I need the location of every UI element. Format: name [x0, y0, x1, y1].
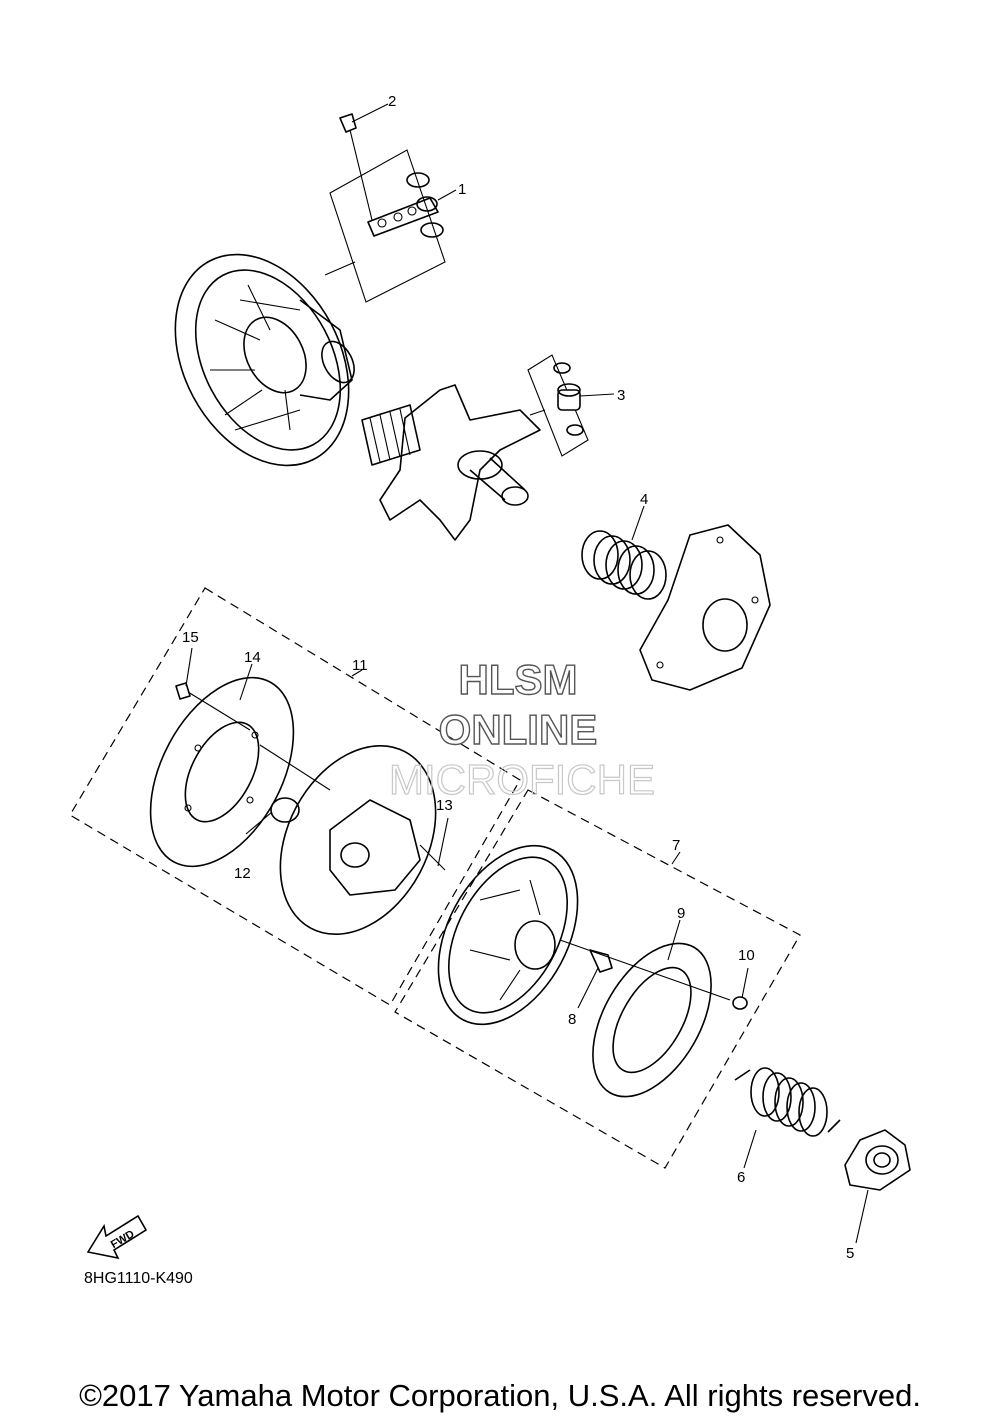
watermark-line-1: HLSM — [459, 656, 578, 703]
callout-11: 11 — [352, 657, 368, 674]
callout-6: 6 — [737, 1169, 745, 1186]
group-box-11 — [69, 587, 521, 1006]
group-box-7 — [394, 789, 801, 1169]
clutch-fixed-sheave — [174, 253, 355, 467]
arm-assembly — [324, 149, 446, 303]
callout-10: 10 — [738, 947, 755, 964]
ring-plate — [559, 939, 731, 1098]
callout-9: 9 — [677, 905, 685, 922]
callout-7: 7 — [672, 837, 680, 854]
callout-3: 3 — [617, 387, 625, 404]
primary-sheave — [437, 844, 613, 1026]
callout-15: 15 — [182, 629, 199, 646]
copyright-notice: ©2017 Yamaha Motor Corporation, U.S.A. A… — [79, 1378, 921, 1413]
bolt — [339, 113, 373, 221]
disc-plate — [149, 676, 295, 868]
sliding-sheave — [259, 744, 446, 936]
spring-cap — [844, 1129, 911, 1191]
callout-8: 8 — [568, 1011, 576, 1028]
callout-2: 2 — [388, 93, 396, 110]
callout-5: 5 — [846, 1245, 854, 1262]
small-bolt — [175, 682, 251, 731]
watermark-line-3: MICROFICHE — [389, 756, 655, 803]
fwd-arrow-icon: FWD — [86, 1214, 148, 1260]
compression-spring — [581, 530, 667, 600]
callout-12: 12 — [234, 865, 251, 882]
screw — [732, 996, 748, 1010]
spider-shaft — [361, 384, 541, 541]
callout-4: 4 — [640, 491, 648, 508]
callout-13: 13 — [436, 797, 453, 814]
drawing-code: 8HG1110-K490 — [84, 1270, 193, 1287]
torsion-spring — [734, 1067, 841, 1137]
cover-plate — [639, 524, 771, 691]
callout-1: 1 — [458, 181, 466, 198]
watermark-line-2: ONLINE — [439, 706, 598, 753]
roller-assembly — [527, 354, 589, 457]
callout-14: 14 — [244, 649, 261, 666]
